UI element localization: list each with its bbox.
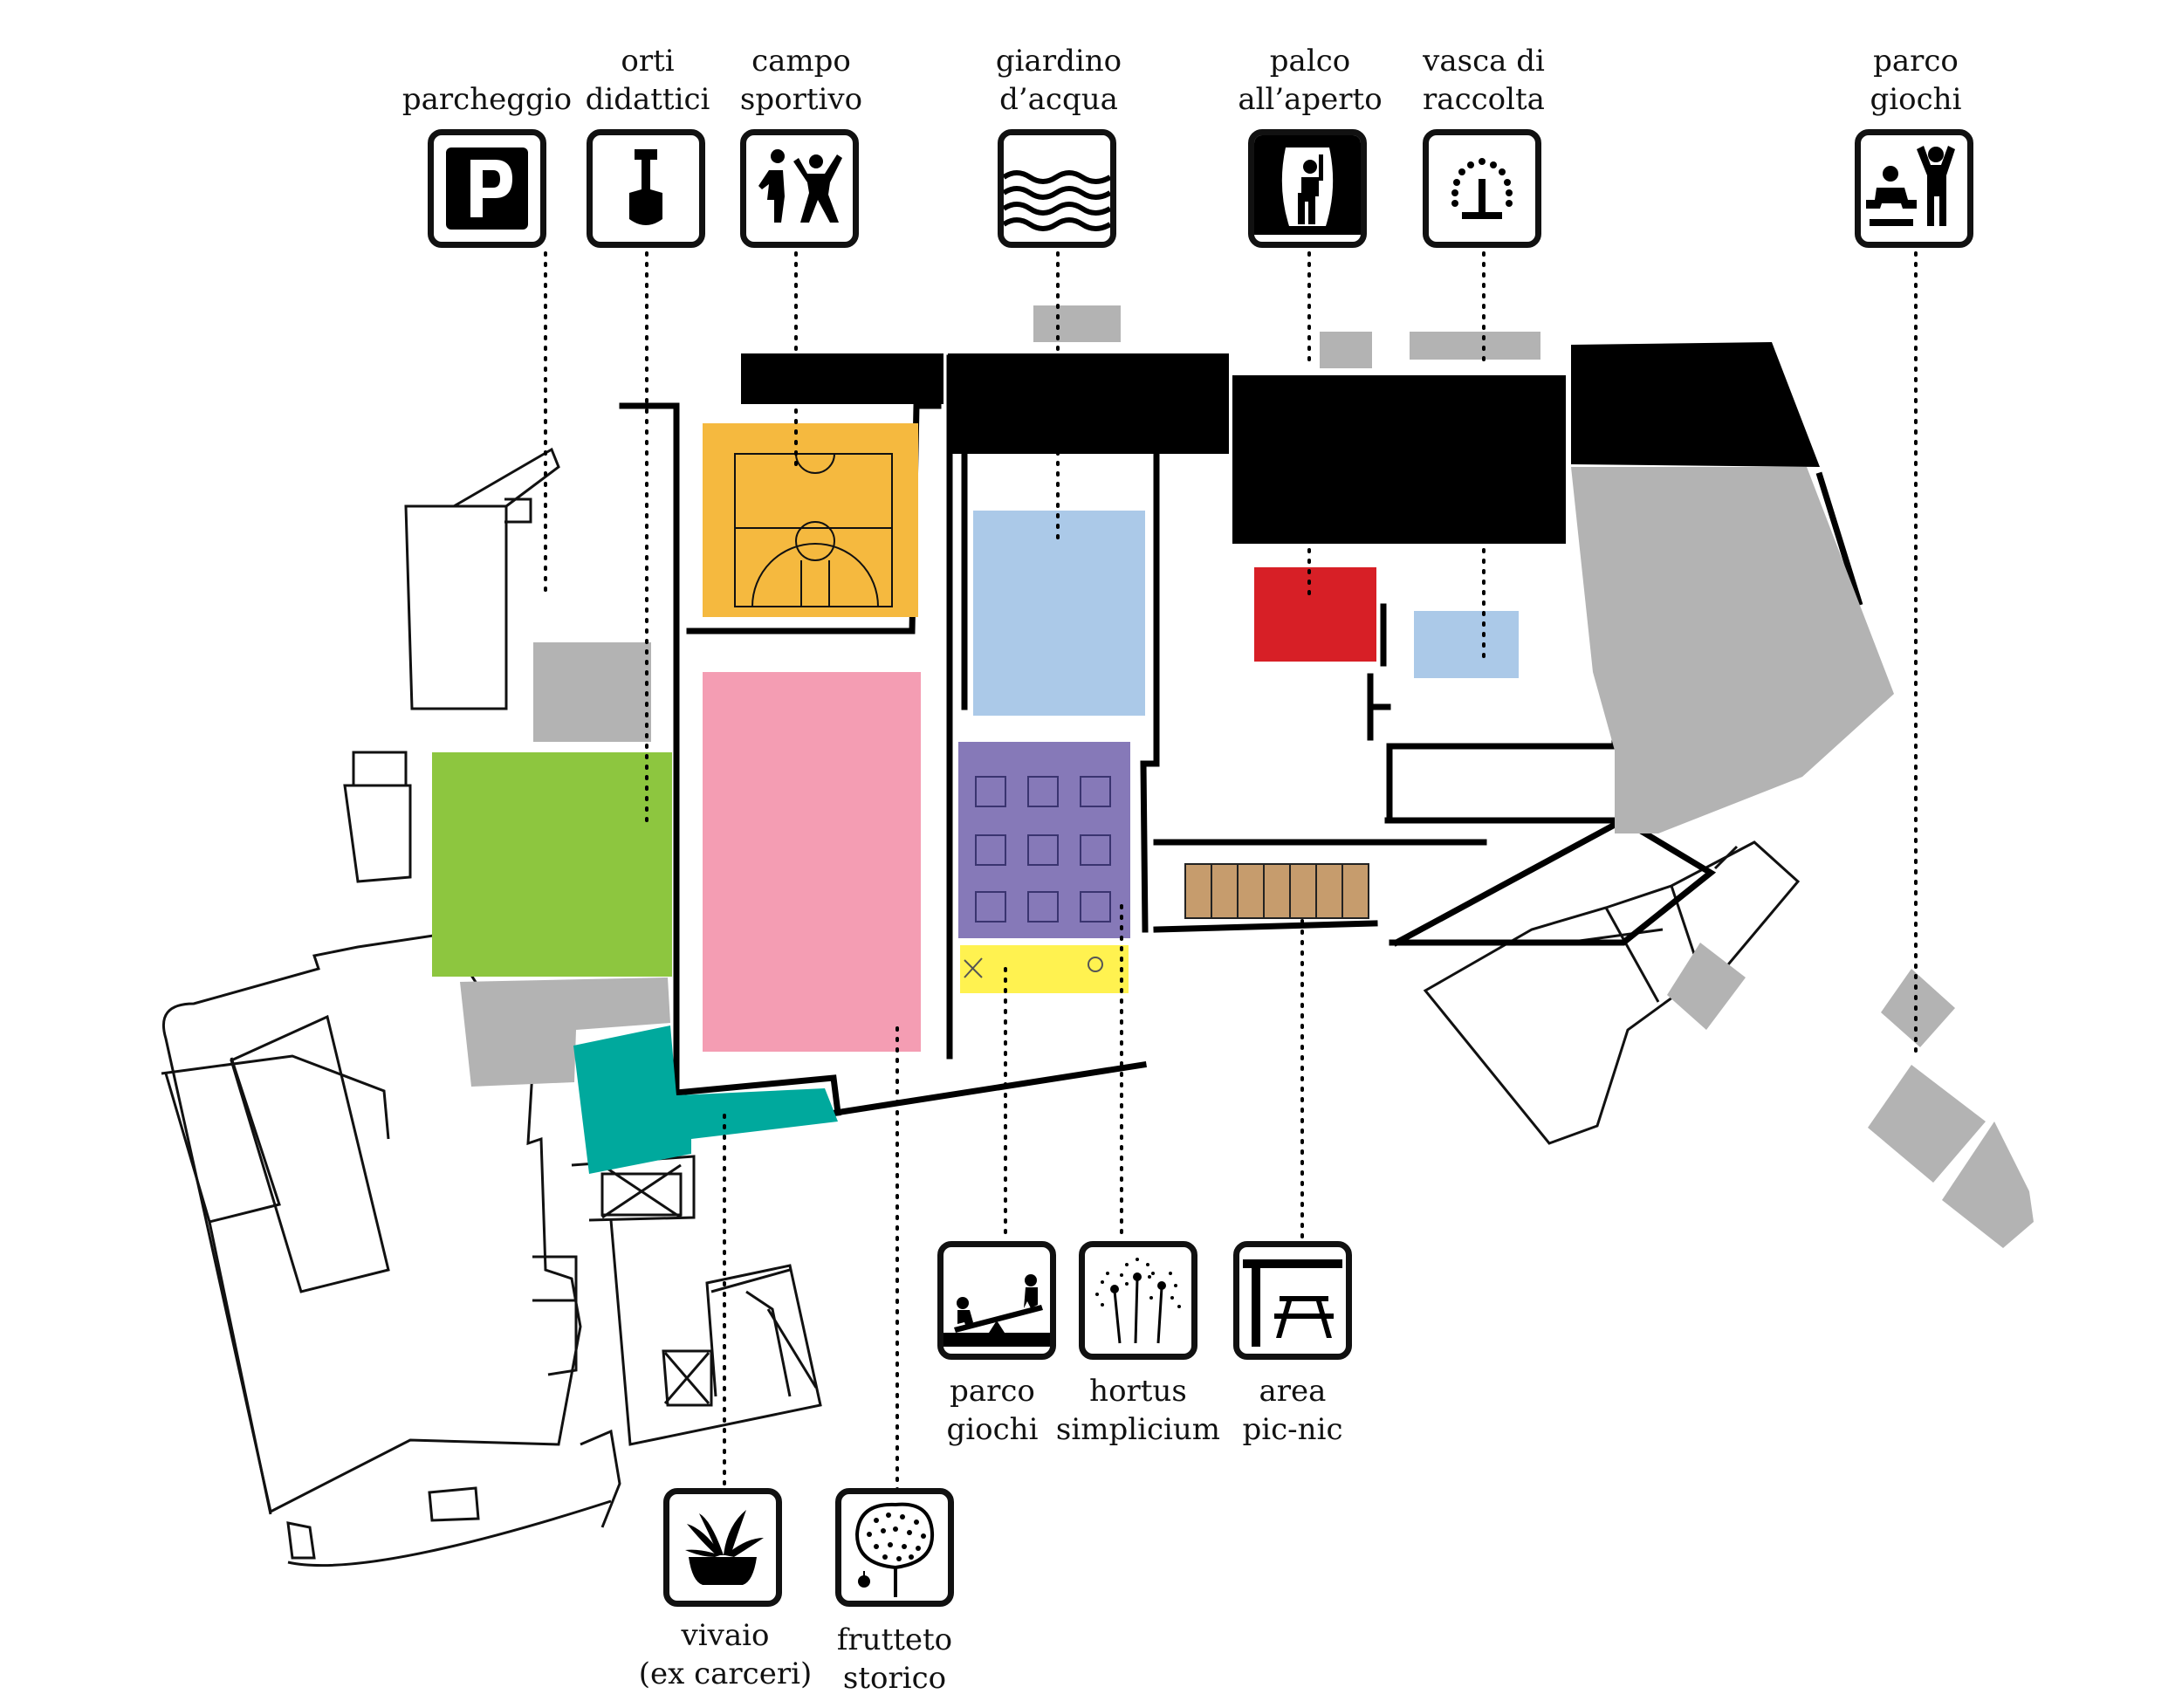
nursery-area <box>573 1025 838 1174</box>
court-markings <box>734 453 893 607</box>
sports-field-area <box>703 423 918 617</box>
label-campo: campo sportivo <box>739 44 863 117</box>
potted-plant-icon <box>663 1488 782 1607</box>
flower-plants-icon <box>1079 1241 1197 1360</box>
orchard-area <box>703 672 921 1052</box>
label-frutteto: frutteto storico <box>836 1622 953 1696</box>
school-gardens-area <box>432 752 672 977</box>
stage-area <box>1254 567 1376 662</box>
label-palco: palco all’aperto <box>1238 44 1383 117</box>
existing-building-outlines <box>161 447 822 1567</box>
label-parcheggio: parcheggio <box>401 82 573 117</box>
east-building-outlines <box>1423 840 1801 1145</box>
water-garden-area <box>973 511 1145 716</box>
fountain-icon <box>1423 129 1541 248</box>
tank-area <box>1414 611 1519 678</box>
seesaw-icon <box>937 1241 1056 1360</box>
picnic-area <box>1184 863 1369 919</box>
label-parco-bottom: parco giochi <box>946 1374 1039 1447</box>
parking-icon <box>428 129 546 248</box>
sports-players-icon <box>740 129 859 248</box>
stage-performer-icon <box>1248 129 1367 248</box>
kids-play-icon <box>1855 129 1973 248</box>
hortus-beds <box>975 776 1111 923</box>
label-picnic: area pic-nic <box>1242 1374 1343 1447</box>
functional-areas <box>432 423 1519 1174</box>
label-giardino: giardino d’acqua <box>995 44 1122 117</box>
leader-lines <box>544 251 1918 1499</box>
water-waves-icon <box>998 129 1116 248</box>
playground-area <box>960 945 1129 993</box>
picnic-table-icon <box>1233 1241 1352 1360</box>
hortus-area <box>958 742 1130 938</box>
label-vivaio: vivaio (ex carceri) <box>638 1618 813 1691</box>
label-vasca: vasca di raccolta <box>1423 44 1545 117</box>
shovel-icon <box>587 129 705 248</box>
label-orti: orti didattici <box>585 44 710 117</box>
fruit-tree-icon <box>835 1488 954 1607</box>
label-parco-top: parco giochi <box>1870 44 1962 117</box>
new-buildings <box>741 342 1820 544</box>
label-hortus: hortus simplicium <box>1055 1374 1221 1447</box>
existing-grey-areas <box>460 305 2034 1248</box>
